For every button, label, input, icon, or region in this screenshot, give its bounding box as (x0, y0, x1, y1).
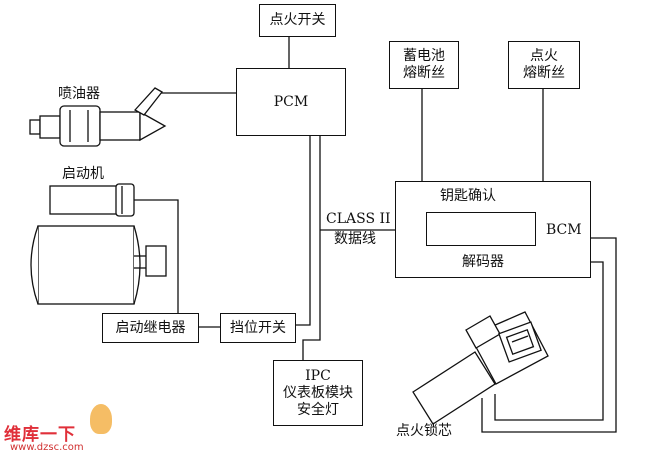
ipc-line3: 安全灯 (297, 401, 339, 418)
wire-class2-a (296, 136, 311, 326)
wire-bcm-lock-b (481, 237, 617, 433)
wire-class2-b (302, 136, 321, 360)
ignition-fuse-box: 点火 熔断丝 (508, 41, 580, 89)
pcm-label: PCM (273, 93, 309, 110)
class2-data-line-label: 数据线 (334, 231, 376, 247)
watermark-brand: 维库一下 (4, 425, 76, 445)
bcm-key-confirm-label: 钥匙确认 (440, 188, 496, 204)
battery-fuse-line1: 蓄电池 (403, 48, 445, 64)
starter-relay-box: 启动继电器 (102, 313, 199, 343)
starter-label: 启动机 (62, 166, 104, 182)
ignition-fuse-line2: 熔断丝 (523, 65, 565, 81)
bcm-label: BCM (546, 222, 582, 238)
class2-label: CLASS II (326, 211, 391, 227)
ignition-lock-icon (412, 311, 549, 425)
wire-bcm-lock-a (494, 261, 604, 421)
ignition-switch-label: 点火开关 (269, 12, 326, 28)
watermark-mascot-icon (90, 404, 112, 434)
ipc-line2: 仪表板模块 (283, 384, 353, 401)
bcm-decoder-label: 解码器 (462, 254, 504, 270)
watermark-url: www.dzsc.com (10, 442, 84, 453)
pcm-box: PCM (236, 68, 346, 136)
injector-label: 喷油器 (58, 86, 100, 102)
ignition-fuse-line1: 点火 (530, 48, 558, 64)
injector-icon (29, 87, 167, 147)
watermark-logo: 维库一下 www.dzsc.com (4, 400, 124, 456)
bcm-box: 钥匙确认 解码器 BCM (395, 181, 591, 278)
ipc-box: IPC 仪表板模块 安全灯 (273, 360, 363, 426)
ipc-line1: IPC (305, 367, 331, 384)
battery-fuse-box: 蓄电池 熔断丝 (389, 41, 459, 89)
gear-switch-box: 挡位开关 (220, 313, 296, 343)
gear-switch-label: 挡位开关 (230, 319, 286, 336)
ignition-lock-label: 点火锁芯 (396, 423, 452, 439)
bcm-decoder-window (426, 212, 536, 246)
battery-fuse-line2: 熔断丝 (403, 65, 445, 81)
wire-starter-relay (134, 199, 179, 313)
ignition-switch-box: 点火开关 (259, 4, 336, 37)
starter-motor-icon (30, 183, 167, 305)
starter-relay-label: 启动继电器 (115, 319, 186, 336)
